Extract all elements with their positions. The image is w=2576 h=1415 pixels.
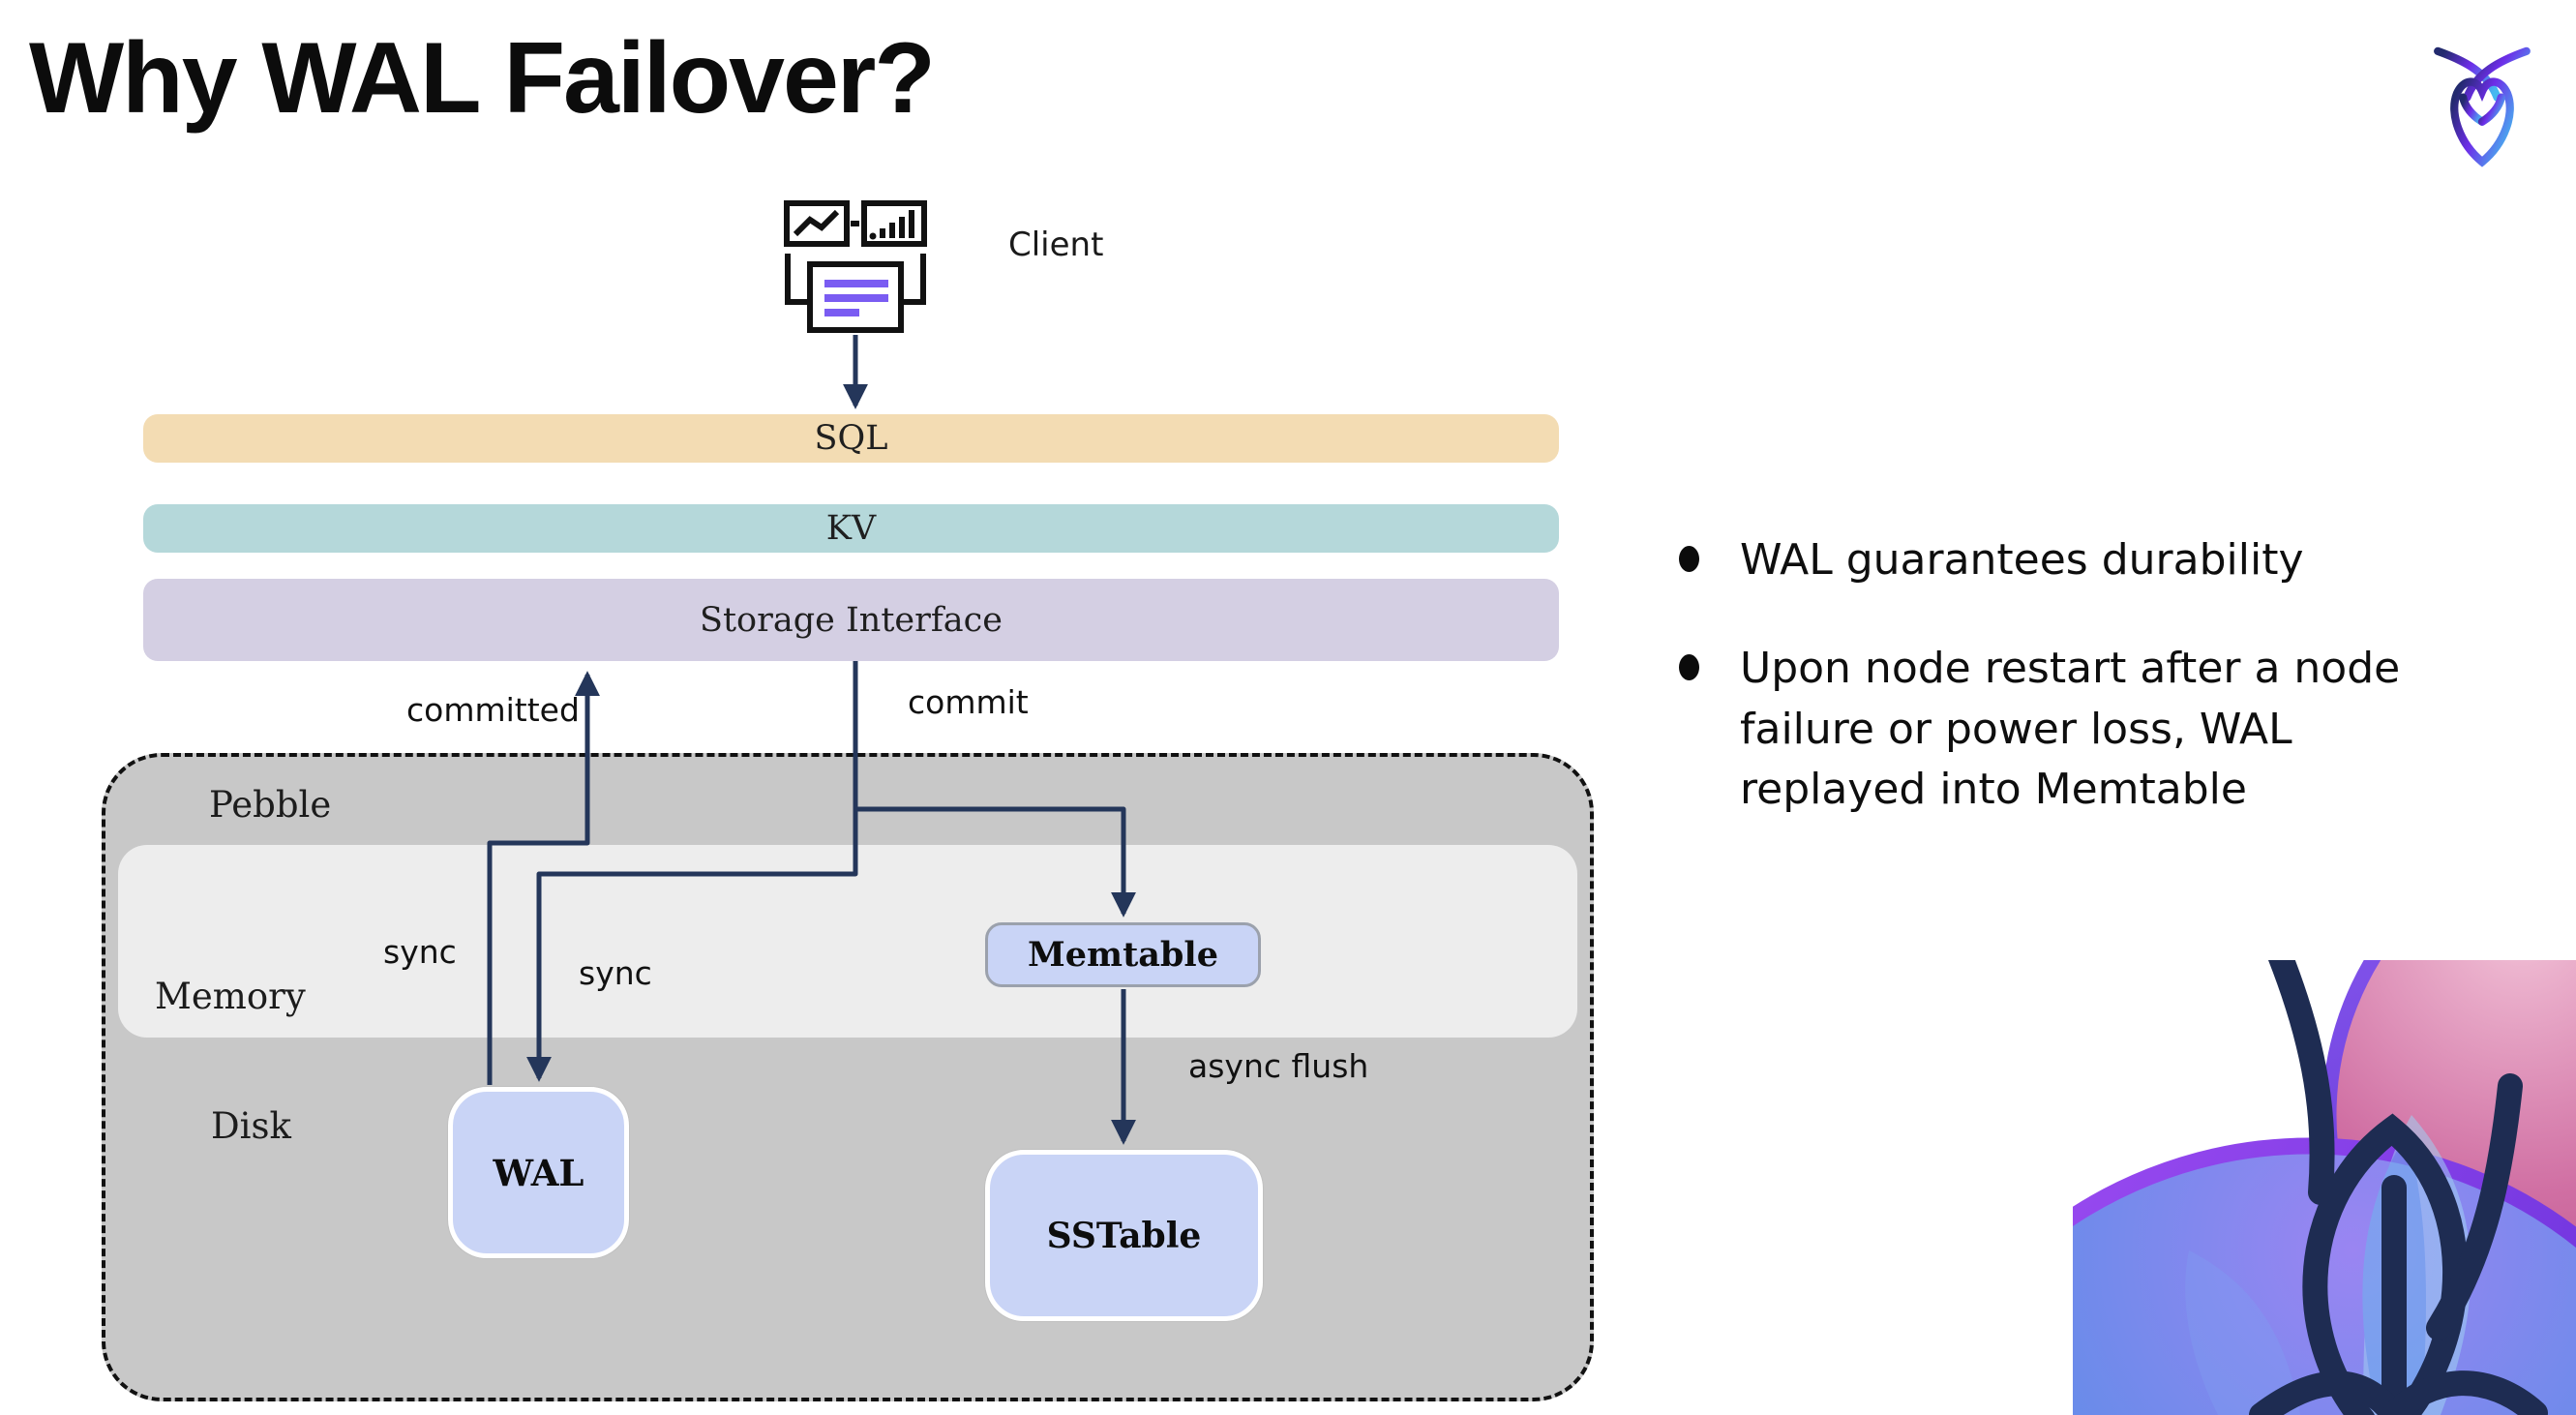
sstable-label: SSTable [1046, 1215, 1202, 1256]
sstable-node: SSTable [985, 1150, 1263, 1321]
client-workstation-icon [782, 194, 929, 339]
storage-interface-label: Storage Interface [700, 600, 1003, 640]
list-item: Upon node restart after a node failure o… [1679, 639, 2531, 820]
kv-layer-bar: KV [143, 504, 1559, 553]
sql-layer-label: SQL [814, 419, 888, 458]
bullet-dot-icon [1679, 546, 1699, 572]
client-label: Client [1008, 226, 1104, 264]
committed-edge-label: committed [406, 691, 580, 729]
commit-edge-label: commit [908, 683, 1029, 721]
memtable-node: Memtable [985, 922, 1261, 987]
bullet-text: Upon node restart after a node failure o… [1740, 644, 2401, 815]
kv-layer-label: KV [825, 509, 877, 548]
sync-right-edge-label: sync [579, 954, 652, 992]
sql-layer-bar: SQL [143, 414, 1559, 463]
cockroachdb-logo-icon [2432, 41, 2532, 168]
bullet-text: WAL guarantees durability [1740, 535, 2304, 585]
bullet-list: WAL guarantees durability Upon node rest… [1679, 530, 2531, 869]
page-title: Why WAL Failover? [29, 22, 936, 135]
wal-label: WAL [493, 1151, 584, 1194]
pebble-label: Pebble [209, 784, 332, 826]
async-flush-edge-label: async flush [1188, 1047, 1369, 1085]
memory-band [118, 845, 1577, 1038]
storage-interface-bar: Storage Interface [143, 579, 1559, 661]
sync-left-edge-label: sync [383, 933, 457, 971]
memtable-label: Memtable [1028, 935, 1218, 975]
cockroach-brand-art [2073, 960, 2576, 1415]
memory-label: Memory [155, 976, 306, 1017]
bullet-dot-icon [1679, 654, 1699, 681]
disk-label: Disk [211, 1105, 291, 1147]
list-item: WAL guarantees durability [1679, 530, 2531, 590]
wal-node: WAL [448, 1087, 629, 1258]
